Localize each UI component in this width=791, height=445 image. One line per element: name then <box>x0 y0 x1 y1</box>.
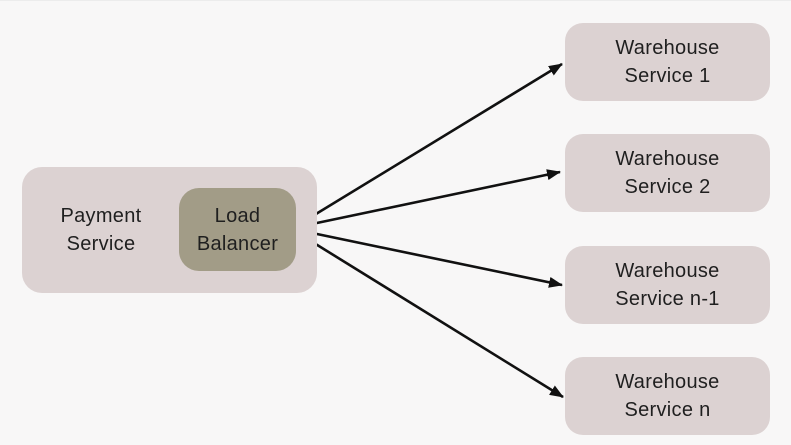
warehouse-service-n-1-label: Warehouse Service n-1 <box>615 260 720 310</box>
warehouse-service-n-1-box: Warehouse Service n-1 <box>565 246 770 324</box>
warehouse-service-2-box: Warehouse Service 2 <box>565 134 770 212</box>
load-balancer-box: Load Balancer <box>179 188 296 271</box>
warehouse-service-2-label: Warehouse Service 2 <box>615 148 720 198</box>
arrow-load-balancer-to-warehouse-1 <box>292 62 563 230</box>
payment-service-label: Payment Service <box>60 205 142 255</box>
arrow-load-balancer-to-warehouse-n <box>292 228 564 399</box>
arrow-load-balancer-to-warehouse-2 <box>292 169 561 230</box>
warehouse-service-n-box: Warehouse Service n <box>565 357 770 435</box>
payment-service-label-area: Payment Service <box>22 167 180 293</box>
warehouse-service-1-label: Warehouse Service 1 <box>615 37 720 87</box>
warehouse-service-1-box: Warehouse Service 1 <box>565 23 770 101</box>
load-balancer-label: Load Balancer <box>196 204 279 255</box>
arrow-load-balancer-to-warehouse-n-1 <box>292 227 563 288</box>
warehouse-service-n-label: Warehouse Service n <box>615 371 720 421</box>
payment-service-box: Payment Service Load Balancer <box>22 167 317 293</box>
